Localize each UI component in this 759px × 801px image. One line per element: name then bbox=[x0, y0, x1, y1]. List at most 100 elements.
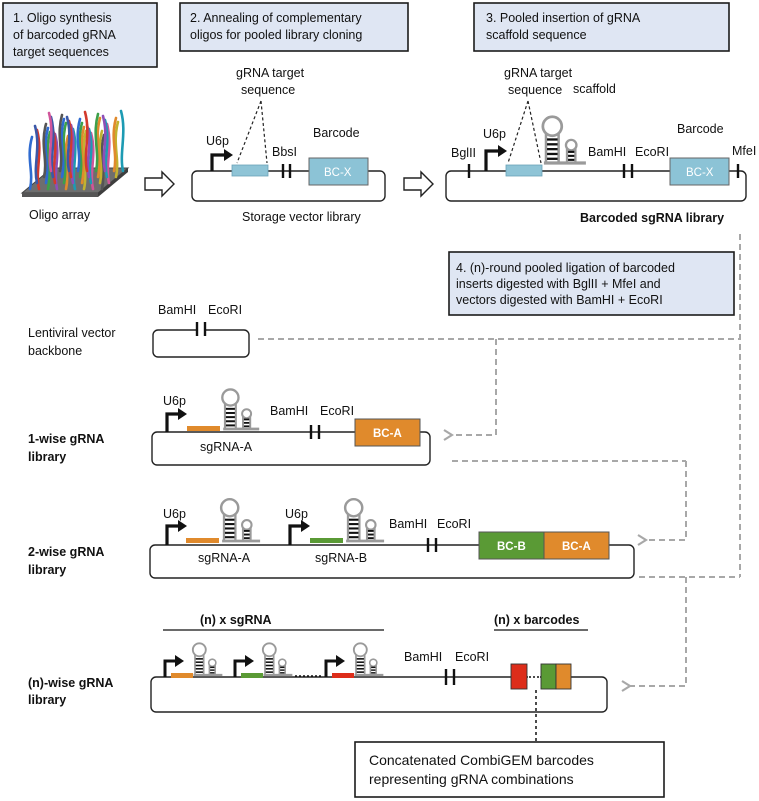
step-1-line-3: target sequences bbox=[13, 45, 109, 59]
step-3-line-2: scaffold sequence bbox=[486, 28, 587, 42]
n-wise-label-2: library bbox=[28, 693, 66, 707]
barcoded-bglii-label: BglII bbox=[451, 146, 476, 160]
sgrna-a-block bbox=[186, 538, 219, 543]
promoter-arrow-icon bbox=[484, 149, 500, 171]
two-wise-bc-b-label: BC-B bbox=[497, 541, 526, 553]
barcoded-bamhi-label: BamHI bbox=[588, 145, 626, 159]
storage-bc-label: BC-X bbox=[324, 167, 352, 179]
n-wise-label-1: (n)-wise gRNA bbox=[28, 676, 113, 690]
barcoded-target-label-1: gRNA target bbox=[504, 66, 573, 80]
lentiviral-backbone: Lentiviral vector backbone BamHI EcoRI bbox=[28, 303, 250, 358]
one-wise-bamhi-label: BamHI bbox=[270, 404, 308, 418]
n-wise-sgrna-unit bbox=[163, 642, 223, 678]
two-wise-label-1: 2-wise gRNA bbox=[28, 545, 104, 559]
step-2-box: 2. Annealing of complementary oligos for… bbox=[179, 2, 409, 52]
concat-line-2: representing gRNA combinations bbox=[369, 771, 574, 787]
storage-target-block bbox=[231, 164, 269, 177]
storage-target-label-2: sequence bbox=[241, 83, 295, 97]
scaffold-icon bbox=[541, 115, 586, 165]
step-3-line-1: 3. Pooled insertion of gRNA bbox=[486, 11, 641, 25]
n-wise-barcode-red bbox=[510, 663, 528, 690]
one-wise-label-1: 1-wise gRNA bbox=[28, 432, 104, 446]
barcoded-vector: gRNA target sequence BglII U6p scaffold … bbox=[445, 66, 756, 225]
two-wise-bc-a-label: BC-A bbox=[562, 541, 591, 553]
storage-barcode-label: Barcode bbox=[313, 126, 360, 140]
concat-line-1: Concatenated CombiGEM barcodes bbox=[369, 752, 594, 768]
storage-u6p-label: U6p bbox=[206, 134, 229, 148]
oligo-strands bbox=[28, 109, 125, 191]
step-4-line-1: 4. (n)-round pooled ligation of barcoded bbox=[456, 261, 675, 275]
one-wise-sgrna-label: sgRNA-A bbox=[200, 440, 253, 454]
n-wise-barcodes-header: (n) x barcodes bbox=[494, 613, 579, 627]
sgrna-block bbox=[241, 673, 263, 678]
step-1-line-1: 1. Oligo synthesis bbox=[13, 11, 112, 25]
one-wise-bc-a bbox=[354, 418, 421, 447]
step-4-box: 4. (n)-round pooled ligation of barcoded… bbox=[448, 251, 735, 316]
one-wise-label-2: library bbox=[28, 450, 66, 464]
barcoded-mfei-label: MfeI bbox=[732, 144, 756, 158]
right-arrow-icon bbox=[144, 170, 175, 198]
step-2-line-2: oligos for pooled library cloning bbox=[190, 28, 362, 42]
lentiviral-ecori-label: EcoRI bbox=[208, 303, 242, 317]
sgrna-block bbox=[332, 673, 354, 678]
n-wise-library: (n) x sgRNA (n) x barcodes (n)-wise gRNA… bbox=[28, 613, 608, 743]
n-wise-sgrna-unit bbox=[324, 642, 384, 678]
promoter-arrow-icon bbox=[288, 524, 303, 545]
n-wise-bamhi-label: BamHI bbox=[404, 650, 442, 664]
two-wise-sgrna-b-label: sgRNA-B bbox=[315, 551, 367, 565]
sgrna-a-block bbox=[187, 426, 220, 431]
concat-barcodes-box: Concatenated CombiGEM barcodes represent… bbox=[354, 741, 665, 798]
one-wise-bc-label: BC-A bbox=[373, 428, 402, 440]
sgrna-b-block bbox=[310, 538, 343, 543]
promoter-arrow-icon bbox=[210, 153, 226, 171]
oligo-array-illustration bbox=[20, 109, 130, 197]
right-arrow-icon bbox=[403, 170, 434, 198]
scaffold-icon bbox=[219, 497, 261, 543]
storage-vector: gRNA target sequence U6p BbsI Barcode BC… bbox=[191, 66, 386, 224]
storage-bbsi-label: BbsI bbox=[272, 145, 297, 159]
storage-target-label-1: gRNA target bbox=[236, 66, 305, 80]
promoter-arrow-icon bbox=[165, 412, 180, 432]
n-wise-barcode-green bbox=[540, 663, 557, 690]
promoter-arrow-icon bbox=[165, 524, 180, 545]
scaffold-icon bbox=[352, 642, 384, 677]
barcoded-bc-label: BC-X bbox=[686, 167, 714, 179]
scaffold-icon bbox=[261, 642, 293, 677]
promoter-arrow-icon bbox=[163, 659, 177, 677]
one-wise-ecori-label: EcoRI bbox=[320, 404, 354, 418]
n-wise-sgrna-unit bbox=[233, 642, 293, 678]
sgrna-block bbox=[171, 673, 193, 678]
barcoded-ecori-label: EcoRI bbox=[635, 145, 669, 159]
step-3-box: 3. Pooled insertion of gRNA scaffold seq… bbox=[473, 2, 730, 52]
n-wise-sgrna-units bbox=[163, 642, 384, 678]
step-1-box: 1. Oligo synthesis of barcoded gRNA targ… bbox=[2, 2, 158, 68]
two-wise-u6p-a-label: U6p bbox=[163, 507, 186, 521]
two-wise-label-2: library bbox=[28, 563, 66, 577]
barcoded-target-block bbox=[505, 164, 543, 177]
promoter-arrow-icon bbox=[324, 659, 338, 677]
step-1-line-2: of barcoded gRNA bbox=[13, 28, 117, 42]
flow-connectors bbox=[258, 234, 741, 686]
step-4-line-3: vectors digested with BamHI + EcoRI bbox=[456, 293, 663, 307]
barcoded-scaffold-label: scaffold bbox=[573, 82, 616, 96]
barcoded-bc-x bbox=[669, 157, 730, 186]
n-wise-sgrna-header: (n) x sgRNA bbox=[200, 613, 272, 627]
barcoded-target-label-2: sequence bbox=[508, 83, 562, 97]
promoter-arrow-icon bbox=[233, 659, 247, 677]
lentiviral-bamhi-label: BamHI bbox=[158, 303, 196, 317]
barcoded-u6p-label: U6p bbox=[483, 127, 506, 141]
barcoded-caption: Barcoded sgRNA library bbox=[580, 211, 724, 225]
scaffold-icon bbox=[221, 388, 260, 431]
one-wise-library: 1-wise gRNA library U6p sgRNA-A BamHI Ec… bbox=[28, 388, 431, 466]
n-wise-barcode-orange bbox=[555, 663, 572, 690]
lentiviral-label-2: backbone bbox=[28, 344, 82, 358]
two-wise-sgrna-a-label: sgRNA-A bbox=[198, 551, 251, 565]
two-wise-bc-a bbox=[543, 531, 610, 560]
oligo-array-label: Oligo array bbox=[29, 208, 91, 222]
n-wise-ecori-label: EcoRI bbox=[455, 650, 489, 664]
storage-bc-x bbox=[308, 157, 369, 186]
step-2-line-1: 2. Annealing of complementary bbox=[190, 11, 362, 25]
two-wise-u6p-b-label: U6p bbox=[285, 507, 308, 521]
two-wise-ecori-label: EcoRI bbox=[437, 517, 471, 531]
